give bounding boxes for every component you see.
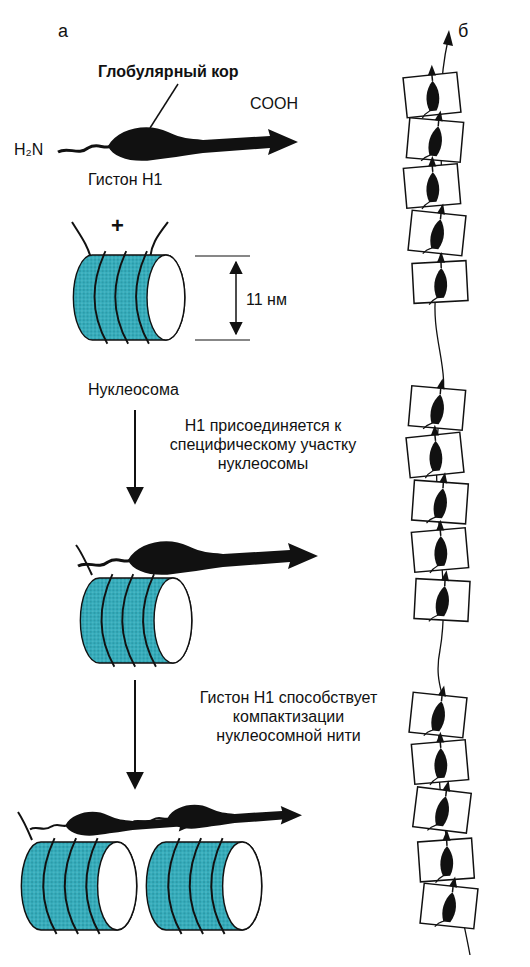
dimension-label: 11 нм <box>246 290 287 309</box>
charge-sign: + <box>111 216 124 235</box>
step-note: Гистон H1 способствует компактизации нук… <box>186 688 391 745</box>
part-name: Гистон H1 <box>88 170 162 189</box>
panel-letter: б <box>458 22 468 41</box>
terminus-label: COOH <box>250 94 298 113</box>
step-note: H1 присоединяется к специфическому участ… <box>168 416 358 473</box>
part-name: Глобулярный кор <box>98 62 239 81</box>
panel-letter: а <box>58 22 68 41</box>
part-name: Нуклеосома <box>88 380 179 399</box>
terminus-label: H₂N <box>14 140 43 159</box>
